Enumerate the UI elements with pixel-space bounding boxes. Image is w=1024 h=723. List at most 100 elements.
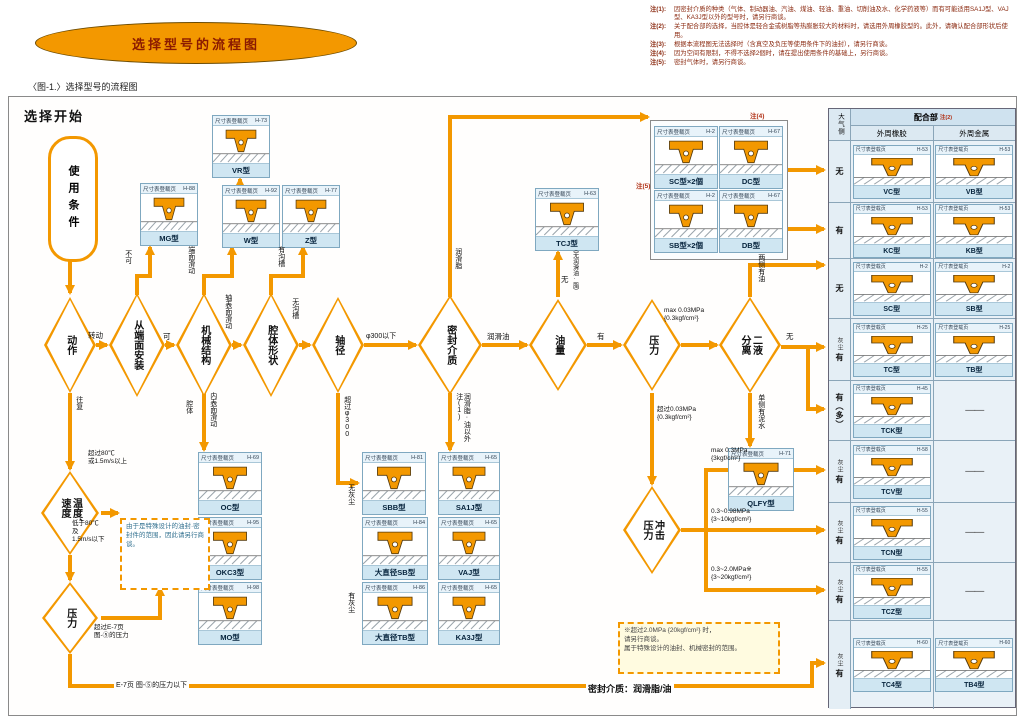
- edge-label-dust: 有灰尘: [347, 592, 355, 613]
- edge-label-over-300: 超过φ300: [343, 396, 351, 438]
- card-type-label: SC型×2個: [655, 174, 717, 188]
- seal-cross-section-icon: [363, 463, 425, 500]
- edge-label-other-media: 润滑脂·油以外 注(1): [455, 393, 471, 442]
- dust-condition-cell: 无: [829, 141, 851, 202]
- seal-diagram: [853, 393, 930, 424]
- edge-label-max-003: max 0.03MPa {0.3kgf/cm²}: [664, 307, 705, 322]
- seal-diagram: [936, 154, 1013, 185]
- note-text: 因密封介质的种类（气体、制动器油、汽油、煤油、轻油、重油、切削油及水、化学药液等…: [674, 6, 1009, 22]
- decision-shock-pressure: 冲击 压力: [623, 486, 681, 574]
- note-tag: 注(3):: [650, 40, 667, 48]
- no-type-dash: ——: [965, 466, 984, 477]
- dust-condition-cell: 灰尘有: [829, 503, 851, 562]
- notes-block: 注(1): 因密封介质的种类（气体、制动器油、汽油、煤油、轻油、重油、切削油及水、…: [650, 6, 1016, 68]
- figure-caption: 〈图-1.〉选择型号的流程图: [28, 82, 138, 92]
- dust-condition-cell: 灰尘有: [829, 621, 851, 709]
- note-line: 注(5):密封气体时，请另行商谈。: [650, 59, 1016, 67]
- card-type-label: TC型: [853, 362, 930, 376]
- seal-diagram: [439, 463, 499, 500]
- note-tag: 注(1):: [650, 6, 667, 13]
- col-outer-metal: 外周金属: [932, 125, 1015, 140]
- seal-cross-section-icon: [936, 213, 1013, 244]
- seal-cross-section-icon: [655, 137, 717, 174]
- note-text: 密封气体时，请另行商谈。: [674, 59, 750, 67]
- no-type-dash: ——: [965, 405, 984, 416]
- dust-condition-cell: 灰尘有: [829, 319, 851, 380]
- edge-label-no-dust: 无灰尘: [347, 484, 355, 505]
- edge-label-yes: 有: [597, 332, 605, 341]
- seal-diagram: [936, 648, 1013, 678]
- edge-label-under-300: φ300以下: [366, 333, 397, 340]
- note-line: 注(1): 因密封介质的种类（气体、制动器油、汽油、煤油、轻油、重油、切削油及水、…: [650, 6, 1016, 22]
- seal-cross-section-icon: [936, 332, 1013, 363]
- seal-diagram: [936, 271, 1013, 302]
- edge-label-shaft-surface-slide: 轴表面滑动: [224, 294, 232, 329]
- seal-diagram: [199, 593, 261, 630]
- seal-diagram: [720, 137, 782, 174]
- note-ref-4: 注(4): [750, 113, 765, 120]
- dust-condition-cell: 有: [829, 203, 851, 258]
- decision-temp-speed: 温度、 速度: [41, 471, 99, 555]
- seal-diagram: [853, 574, 930, 605]
- use-condition-label: 使用条件: [67, 165, 79, 233]
- card-type-label: TCV型: [853, 484, 930, 498]
- note-text: 因为空间有限制，不得不选择2個时，请在提出使用条件的基础上，另行商谈。: [674, 49, 892, 57]
- decision-pressure: 压力: [623, 299, 681, 391]
- note-line: 注(2):关于配合部的选择，当腔体是轻合金或树脂等热膨胀较大的材料时，请选用外周…: [650, 23, 1016, 39]
- seal-cross-section-icon: [853, 454, 930, 485]
- seal-diagram: [853, 271, 930, 302]
- note-ref-5: 注(5): [636, 183, 651, 190]
- note-line: 注(4): 因为空间有限制，不得不选择2個时，请在提出使用条件的基础上，另行商谈。: [650, 50, 1016, 58]
- card-type-label: W型: [223, 233, 279, 247]
- edge-label-cavity-body: 腔体: [185, 400, 193, 414]
- note-tag: 注(4):: [650, 49, 667, 57]
- card-type-label: KC型: [853, 243, 930, 257]
- seal-cross-section-icon: [853, 154, 930, 185]
- edge-label-inner-surface-slide: 内表面滑动: [209, 392, 217, 427]
- card-type-label: SA1J型: [439, 500, 499, 514]
- edge-label-oil: 润滑油: [487, 332, 510, 341]
- empty-cell: ——: [932, 563, 1016, 620]
- card-type-label: DC型: [720, 174, 782, 188]
- seal-diagram: [439, 593, 499, 630]
- seal-cross-section-icon: [853, 648, 930, 678]
- seal-diagram: [536, 199, 598, 236]
